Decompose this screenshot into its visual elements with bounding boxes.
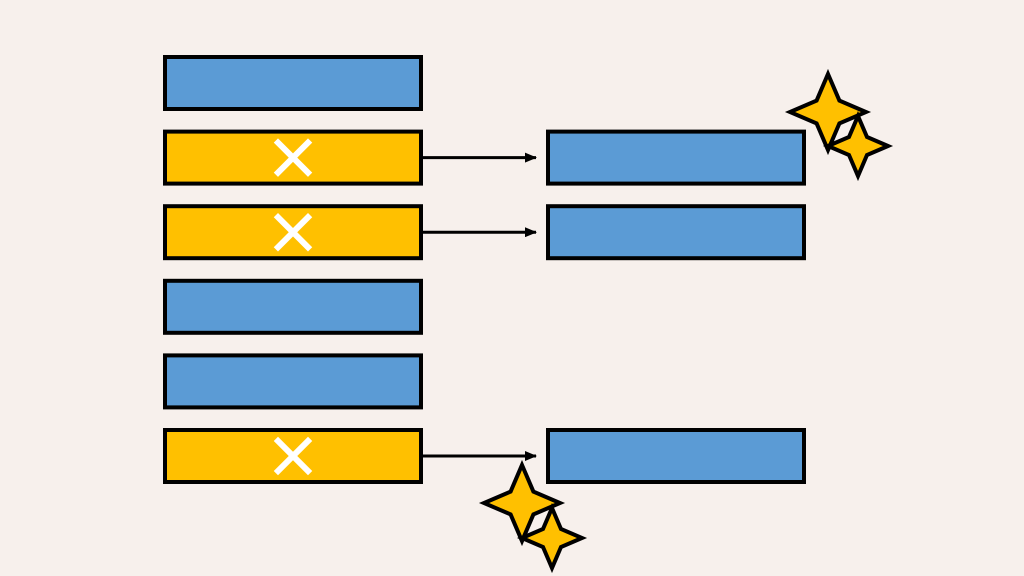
cross-icon <box>273 436 313 476</box>
cross-stroke <box>273 436 313 476</box>
left-block-row-5 <box>163 353 423 410</box>
left-block-row-1 <box>163 55 423 111</box>
right-block-row-3 <box>546 204 806 261</box>
sparkle-icon <box>784 68 872 156</box>
right-column <box>546 129 806 484</box>
cross-stroke <box>273 212 313 252</box>
sparkle-icon <box>822 110 894 182</box>
left-block-row-4 <box>163 278 423 335</box>
right-block-row-6 <box>546 428 806 484</box>
arrows <box>423 152 537 461</box>
cross-stroke <box>273 138 313 177</box>
left-column <box>163 55 423 484</box>
sparkle-icon <box>516 502 588 574</box>
cross-icon <box>273 212 313 252</box>
cross-icon <box>273 138 313 177</box>
sparkles <box>478 68 894 574</box>
right-block-row-2 <box>546 129 806 186</box>
sparkle-icon <box>478 459 566 547</box>
